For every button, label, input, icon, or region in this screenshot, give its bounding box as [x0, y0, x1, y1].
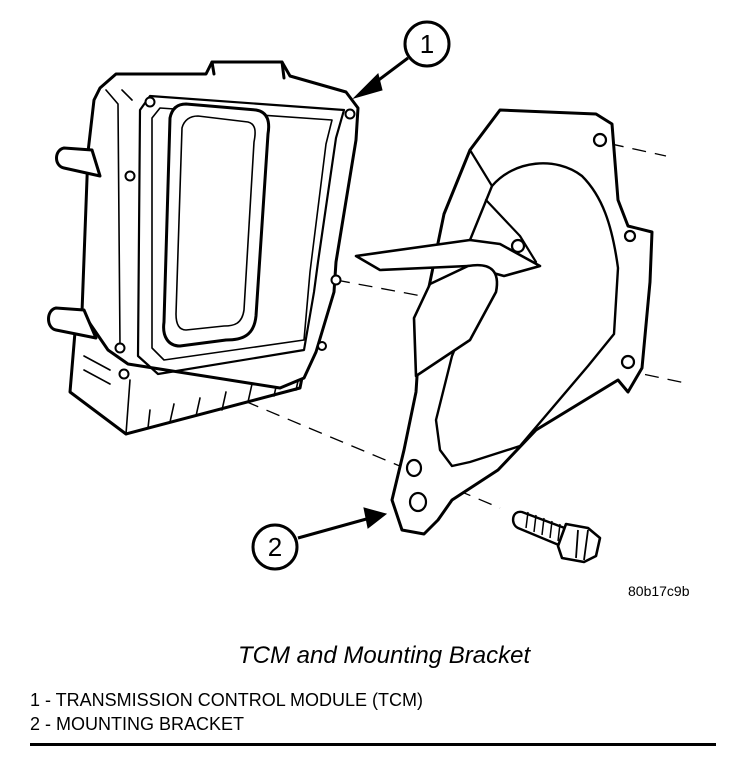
figure-code: 80b17c9b: [628, 583, 690, 599]
leader-arrows: [297, 56, 409, 540]
callout-1: 1: [403, 20, 451, 68]
mounting-bolt: [511, 510, 602, 564]
callout-1-number: 1: [420, 29, 434, 59]
mounting-bracket: [354, 108, 654, 536]
callout-1-circle: [403, 20, 451, 68]
bottom-divider: [30, 743, 716, 746]
callout-2-circle: [251, 523, 299, 571]
legend-item-bracket: 2 - MOUNTING BRACKET: [30, 714, 245, 734]
callout-2: 2: [251, 523, 299, 571]
tcm-module: [47, 60, 360, 436]
figure-caption: TCM and Mounting Bracket: [238, 642, 531, 669]
legend-item-tcm: 1 - TRANSMISSION CONTROL MODULE (TCM): [30, 690, 424, 710]
callout-2-number: 2: [268, 532, 282, 562]
tcm-bracket-illustration: 1 2: [47, 20, 691, 571]
